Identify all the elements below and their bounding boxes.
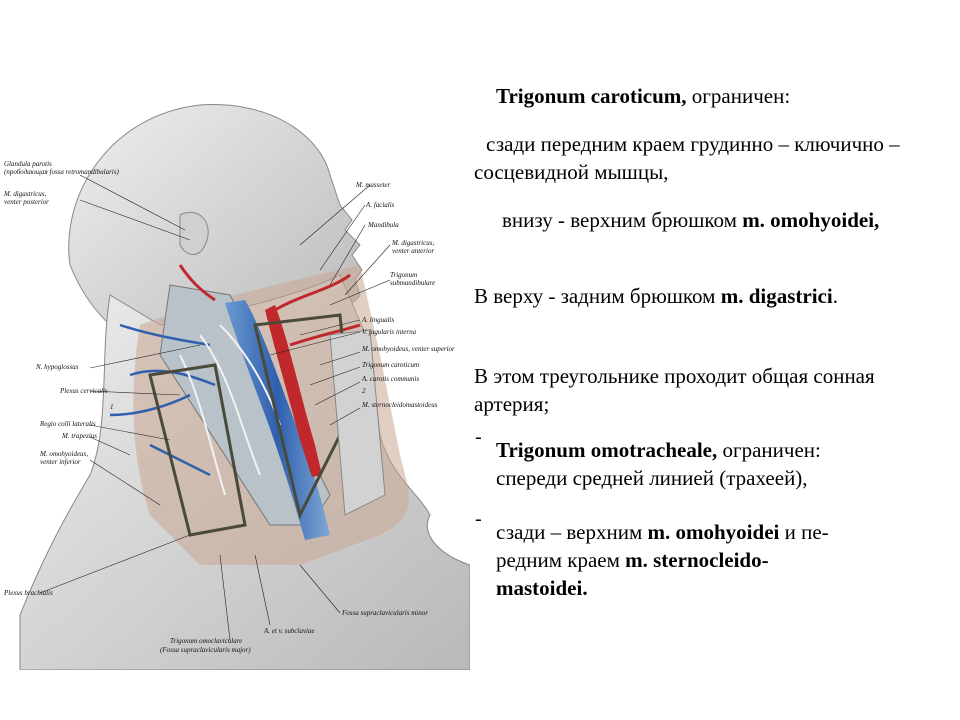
paragraph-above-border: В верху - задним брюшком m. digastrici. bbox=[474, 284, 838, 308]
paragraph-carotid-artery: В этом треугольнике проходит общая сонна… bbox=[474, 364, 875, 416]
label-plexus-cervicalis: Plexus cervicalis bbox=[60, 387, 108, 395]
term-m-sternocleidomastoidei: m. sternocleido-mastoidei. bbox=[496, 548, 769, 600]
label-n-hypoglossus: N. hypoglossus bbox=[36, 363, 79, 371]
paragraph-behind-border: сзади передним краем грудинно – ключично… bbox=[474, 132, 900, 184]
trachea bbox=[329, 329, 386, 516]
label-plexus-brachialis: Plexus brachialis bbox=[4, 589, 53, 597]
label-trigonum-omoclaviculare-sub: (Fossa supraclavicularis major) bbox=[160, 646, 251, 654]
label-m-digastricus-ant: M. digastricus, bbox=[392, 239, 435, 247]
label-m-omohyoideus-sup: M. omohyoideus, venter superior bbox=[362, 345, 455, 353]
label-glandula-parotis-sub: (прободающая fossa retromandibularis) bbox=[4, 168, 119, 176]
label-trigonum-submandibulare-sub: submandibulare bbox=[390, 279, 436, 287]
term-m-omohyoidei-2: m. omohyoidei bbox=[647, 520, 780, 544]
label-trigonum-omoclaviculare: Trigonum omoclaviculare bbox=[170, 637, 243, 645]
label-m-omohyoideus-inf: M. omohyoideus, bbox=[40, 450, 89, 458]
label-number-2: 2 bbox=[362, 387, 366, 395]
label-v-jugularis-interna: V. jugularis interna bbox=[362, 328, 417, 336]
label-m-trapezius: M. trapezius bbox=[62, 432, 97, 440]
paragraph-below-border: внизу - верхним брюшком m. omohyoidei, bbox=[502, 208, 880, 232]
term-trigonum-omotracheale: Trigonum omotracheale, bbox=[496, 438, 718, 462]
label-trigonum-caroticum: Trigonum caroticum bbox=[362, 361, 420, 369]
label-a-facialis: A. facialis bbox=[366, 201, 395, 209]
paragraph-trigonum-omotracheale: Trigonum omotracheale, ограничен: сперед… bbox=[496, 438, 821, 490]
term-trigonum-caroticum: Trigonum caroticum, bbox=[496, 84, 687, 108]
carotid-artery bbox=[265, 305, 322, 477]
anatomy-figure: Glandula parotis (прободающая fossa retr… bbox=[0, 95, 471, 671]
label-m-sternocleidomastoideus: M. sternocleidomastoideus bbox=[362, 401, 438, 409]
neck-illustration bbox=[19, 104, 471, 671]
bullet-dash-2: - bbox=[475, 508, 482, 530]
bullet-dash-1: - bbox=[475, 426, 482, 448]
label-m-digastricus-post: M. digastricus, bbox=[4, 190, 47, 198]
label-m-digastricus-ant-sub: venter anterior bbox=[392, 247, 435, 255]
term-m-omohyoidei: m. omohyoidei, bbox=[742, 208, 880, 232]
ear-shape bbox=[179, 211, 209, 255]
term-m-digastrici: m. digastrici bbox=[720, 284, 833, 308]
label-trigonum-submandibulare: Trigonum bbox=[390, 271, 418, 279]
label-mandibula: Mandibula bbox=[368, 221, 399, 229]
label-m-masseter: M. masseter bbox=[356, 181, 391, 189]
label-a-v-subclaviae: A. et v. subclaviae bbox=[264, 627, 315, 635]
paragraph-trigonum-caroticum: Trigonum caroticum, ограничен: bbox=[496, 84, 791, 108]
paragraph-behind-omohyoid: сзади – верхним m. omohyoidei и пе-редни… bbox=[496, 520, 829, 600]
label-number-1: 1 bbox=[110, 403, 114, 411]
label-regio-colli-lateralis: Regio colli lateralis bbox=[40, 420, 96, 428]
label-glandula-parotis: Glandula parotis bbox=[4, 160, 52, 168]
label-m-omohyoideus-inf-sub: venter inferior bbox=[40, 458, 81, 466]
label-m-digastricus-post-sub: venter posterior bbox=[4, 198, 49, 206]
trigonum-omoclaviculare-outline bbox=[148, 363, 247, 537]
label-a-carotis-communis: A. carotis communis bbox=[362, 375, 420, 383]
label-fossa-supraclavicularis-minor: Fossa supraclavicularis minor bbox=[342, 609, 428, 617]
label-a-lingualis: A. lingualis bbox=[362, 316, 395, 324]
